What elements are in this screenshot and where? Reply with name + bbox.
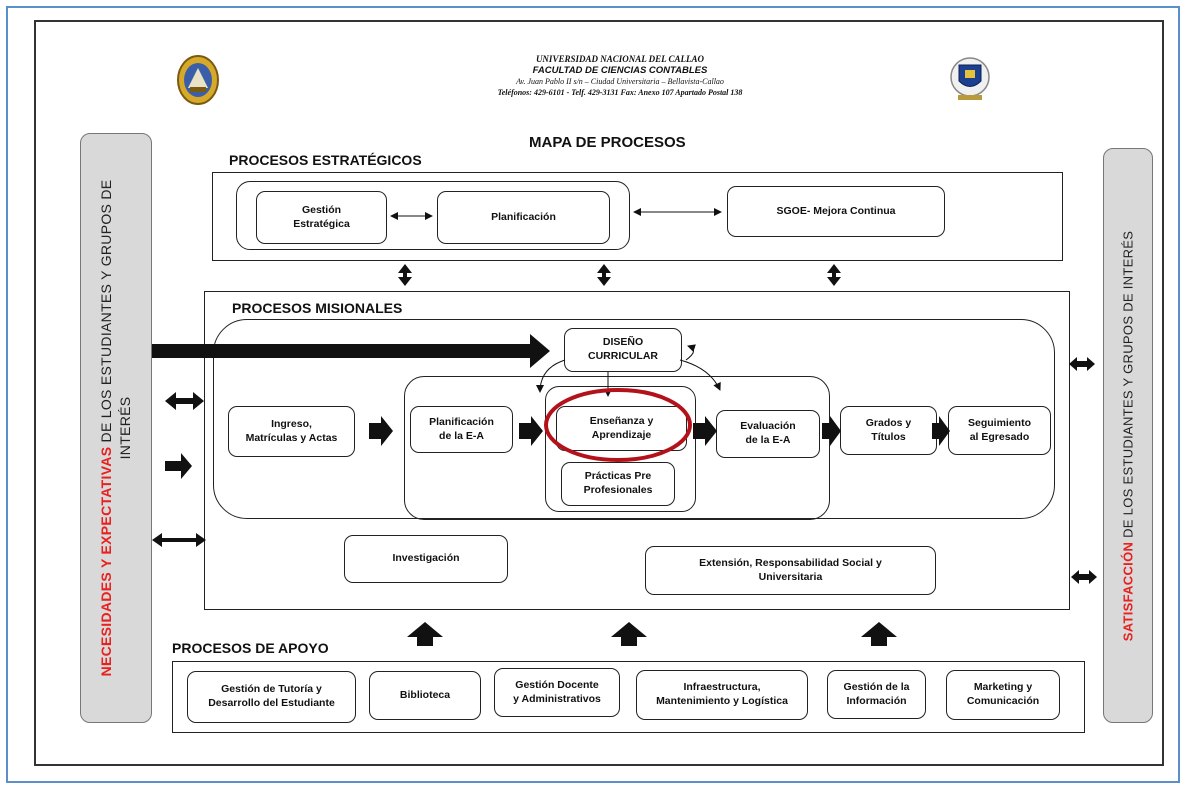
gestion-informacion-box: Gestión de la Información: [827, 670, 926, 719]
ensenanza-box: Enseñanza y Aprendizaje: [556, 406, 687, 451]
infraestructura-box: Infraestructura, Mantenimiento y Logísti…: [636, 670, 808, 720]
right-side-arrows: [1069, 357, 1097, 584]
extension-box: Extensión, Responsabilidad Social y Univ…: [645, 546, 936, 595]
support-title: PROCESOS DE APOYO: [172, 640, 329, 656]
support-section: [172, 661, 1085, 733]
practicas-box: Prácticas Pre Profesionales: [561, 462, 675, 506]
missional-inner-group: [213, 319, 1055, 519]
address-line: Av. Juan Pablo II s/n – Ciudad Universit…: [516, 77, 724, 86]
investigacion-box: Investigación: [344, 535, 508, 583]
faculty-name: FACULTAD DE CIENCIAS CONTABLES: [532, 65, 708, 76]
right-satisfaction-bar: SATISFACCIÓN DE LOS ESTUDIANTES Y GRUPOS…: [1103, 148, 1153, 723]
gestion-docente-box: Gestión Docente y Administrativos: [494, 668, 620, 717]
highlight-ring: [544, 388, 692, 462]
faculty-seal-icon: [950, 54, 990, 106]
left-needs-bar: NECESIDADES Y EXPECTATIVAS DE LOS ESTUDI…: [80, 133, 152, 723]
planificacion-ea-box: Planificación de la E-A: [410, 406, 513, 453]
strategic-section: [212, 172, 1063, 261]
diseno-curricular-box: DISEÑO CURRICULAR: [564, 328, 682, 372]
ingreso-box: Ingreso, Matrículas y Actas: [228, 406, 355, 457]
strategic-inner-group: [236, 181, 630, 250]
document-page: [34, 20, 1164, 766]
marketing-box: Marketing y Comunicación: [946, 670, 1060, 720]
support-up-arrows: [407, 622, 897, 646]
map-title: MAPA DE PROCESOS: [529, 134, 686, 151]
outer-frame: [6, 6, 1180, 783]
phones-line: Teléfonos: 429-6101 - Telf. 429-3131 Fax…: [497, 88, 743, 97]
strategic-connectors: [390, 208, 722, 220]
flow-arrows: [369, 416, 950, 446]
seguimiento-box: Seguimiento al Egresado: [948, 406, 1051, 455]
left-side-arrows: [152, 392, 206, 547]
biblioteca-box: Biblioteca: [369, 671, 481, 720]
teaching-group: [545, 386, 696, 512]
sgoe-box: SGOE- Mejora Continua: [727, 186, 945, 237]
missional-title: PROCESOS MISIONALES: [232, 300, 403, 316]
input-big-arrow: [152, 334, 550, 368]
evaluacion-box: Evaluación de la E-A: [716, 410, 820, 458]
gestion-estrategica-box: Gestión Estratégica: [256, 191, 387, 244]
planificacion-box: Planificación: [437, 191, 610, 244]
missional-section: [204, 291, 1070, 610]
tutoria-box: Gestión de Tutoría y Desarrollo del Estu…: [187, 671, 356, 723]
university-name: UNIVERSIDAD NACIONAL DEL CALLAO: [535, 54, 705, 64]
ea-cycle-group: [404, 376, 830, 520]
university-seal-icon: [176, 54, 220, 106]
vertical-double-arrows: [398, 264, 841, 286]
strategic-title: PROCESOS ESTRATÉGICOS: [229, 152, 422, 168]
